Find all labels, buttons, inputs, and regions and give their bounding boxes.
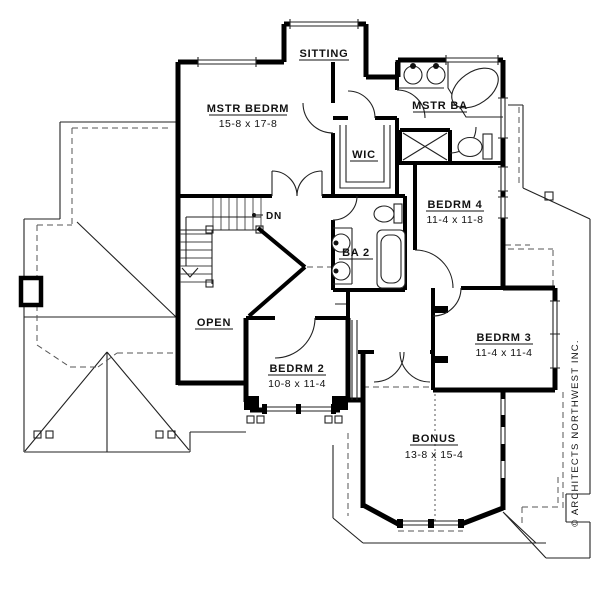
ba2-toilet-tank	[393, 203, 403, 224]
room-dims-bedrm3: 11-4 x 11-4	[475, 347, 532, 359]
room-label-mstr-bedrm: MSTR BEDRM	[207, 103, 290, 115]
staircase	[180, 198, 307, 318]
room-label-sitting: SITTING	[300, 48, 349, 60]
window-mstr-ba-top	[445, 55, 499, 65]
window-bedrm2-bay	[262, 404, 336, 414]
door-swings	[271, 89, 477, 383]
chimney	[18, 275, 44, 308]
room-labels: SITTING MSTR BEDRM 15-8 x 17-8 MSTR BA W…	[195, 48, 533, 461]
shower-x	[402, 132, 448, 161]
room-dims-bonus: 13-8 x 15-4	[405, 449, 464, 461]
window-bedrm4-right	[498, 166, 508, 219]
window-mstr-bedrm-top	[197, 57, 257, 67]
room-label-ba2: BA 2	[342, 247, 370, 259]
ba2-toilet-bowl	[373, 205, 395, 223]
roof-vents	[33, 430, 176, 439]
roof-outline-left	[23, 121, 246, 453]
bedrm2-bay-vents	[246, 415, 343, 424]
stairs-down-annotation: DN	[252, 211, 282, 222]
window-mstr-ba-right	[498, 97, 508, 139]
ba2-fixtures	[331, 203, 406, 289]
stairs-down-label: DN	[266, 211, 282, 222]
interior-walls	[178, 62, 503, 400]
room-label-bedrm3: BEDRM 3	[476, 332, 531, 344]
window-sitting	[289, 19, 359, 29]
copyright-text: © ARCHITECTS NORTHWEST INC.	[570, 339, 581, 526]
wic-shelving	[339, 125, 391, 189]
room-label-open: OPEN	[197, 317, 231, 329]
room-label-mstr-ba: MSTR BA	[412, 100, 468, 112]
room-dims-bedrm2: 10-8 x 11-4	[268, 378, 326, 390]
windows	[197, 19, 560, 528]
mstr-ba-fixtures	[397, 62, 503, 161]
room-label-bedrm4: BEDRM 4	[427, 199, 482, 211]
room-dims-mstr-bedrm: 15-8 x 17-8	[219, 118, 278, 130]
roof-overhang-dashed	[36, 107, 564, 532]
mstr-tub	[451, 67, 499, 109]
window-bedrm3-right	[550, 300, 560, 369]
room-label-bonus: BONUS	[412, 433, 456, 445]
mstr-toilet-tank	[482, 133, 493, 160]
mstr-toilet-bowl	[457, 136, 483, 158]
room-label-wic: WIC	[352, 149, 376, 161]
window-bonus-bay	[397, 519, 464, 528]
room-label-bedrm2: BEDRM 2	[269, 363, 324, 375]
room-dims-bedrm4: 11-4 x 11-8	[426, 214, 483, 226]
windows-bonus-right	[498, 399, 508, 478]
roof-outline-right	[332, 104, 591, 559]
